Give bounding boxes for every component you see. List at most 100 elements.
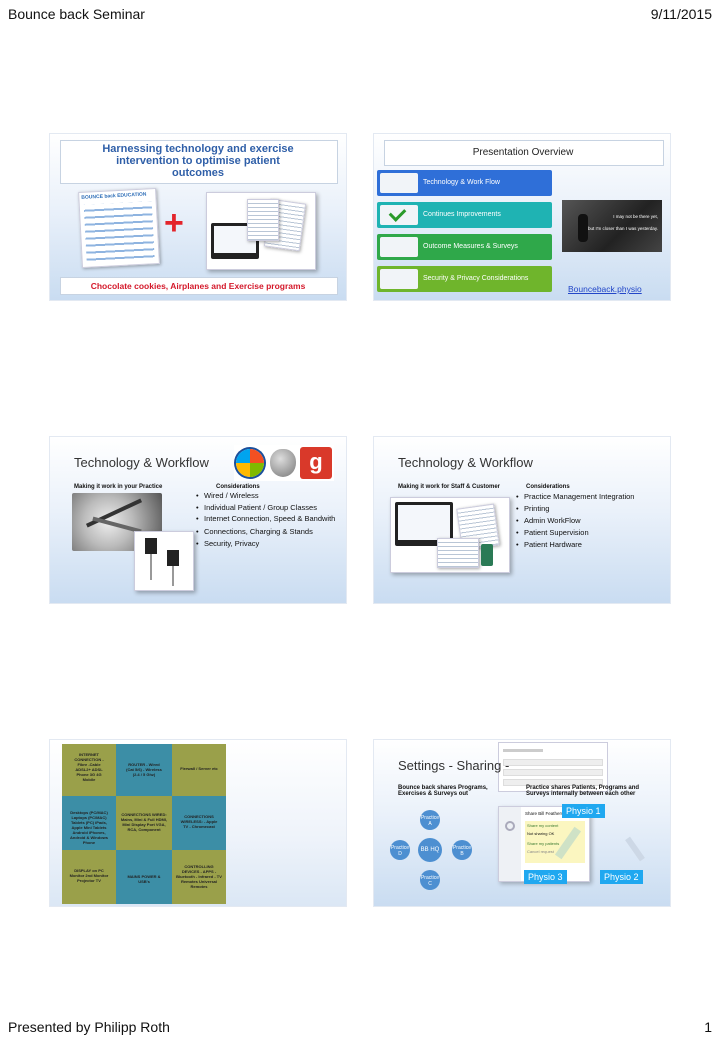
slide-4-right-heading: Considerations <box>526 484 570 490</box>
gear-icon <box>505 821 515 831</box>
slide-1[interactable]: Harnessing technology and exercise inter… <box>50 134 346 300</box>
security-icon <box>380 269 418 289</box>
document-image <box>247 199 279 241</box>
footer-presenter: Presented by Philipp Roth <box>8 1019 170 1035</box>
overview-item-improvements[interactable]: Continues Improvements <box>377 202 552 228</box>
slide-4-bullets: Practice Management Integration Printing… <box>516 491 666 551</box>
slide-6-title: Settings - Sharing - <box>398 758 510 773</box>
brochure-content <box>83 201 155 263</box>
overview-item-label: Security & Privacy Considerations <box>423 275 529 282</box>
panel-line <box>503 759 603 766</box>
header-date: 9/11/2015 <box>650 6 712 22</box>
overview-item-security[interactable]: Security & Privacy Considerations <box>377 266 552 292</box>
practice-node-d[interactable]: Practice D <box>390 840 410 860</box>
bullet-item: Security, Privacy <box>196 538 336 550</box>
overview-title-box <box>384 140 664 166</box>
motivation-photo: I may not be there yet, but I'm closer t… <box>562 200 662 252</box>
quote-line-1: I may not be there yet, <box>613 214 658 219</box>
slide-6-left-heading: Bounce back shares Programs, Exercises &… <box>398 785 488 797</box>
slide-3-title: Technology & Workflow <box>74 455 209 470</box>
slide-1-subtitle: Chocolate cookies, Airplanes and Exercis… <box>90 281 306 291</box>
panel-line <box>503 769 603 776</box>
slide-4-left-heading: Making it work for Staff & Customer <box>398 484 501 490</box>
puzzle-piece-devices: Desktops (PC/MAC) Laptops (PC/MAC) Table… <box>62 796 116 850</box>
settings-sidebar <box>499 807 521 881</box>
slide-1-subtitle-box <box>60 277 338 295</box>
panel-option[interactable]: Cancel request <box>527 849 554 854</box>
windows-logo-icon <box>236 449 264 477</box>
panel-option[interactable]: Share my content <box>527 823 559 828</box>
bullet-item: Practice Management Integration <box>516 491 666 503</box>
puzzle-piece-internet: INTERNET CONNECTION -Fibre -Cable ADSL2+… <box>62 744 116 796</box>
tablet-stands-photo <box>134 531 194 591</box>
overview-item-label: Technology & Work Flow <box>423 179 500 186</box>
practice-node-a[interactable]: Practice A <box>420 810 440 830</box>
physio-1-badge[interactable]: Physio 1 <box>562 804 605 818</box>
puzzle-piece-firewall: Firewall / Server etc <box>172 744 226 796</box>
sharing-settings-panel: Share Bill Feathersmith Share my content… <box>498 806 590 882</box>
overview-item-technology[interactable]: Technology & Work Flow <box>377 170 552 196</box>
bb-hq-node[interactable]: BB HQ <box>418 838 442 862</box>
overview-title: Presentation Overview <box>472 147 574 158</box>
bullet-item: Connections, Charging & Stands <box>196 526 336 538</box>
slide-3-right-heading: Considerations <box>216 484 260 490</box>
clock-icon <box>380 173 418 193</box>
monitor-image <box>395 502 453 546</box>
software-collage <box>206 192 316 270</box>
slide-1-title: Harnessing technology and exercise inter… <box>102 143 294 179</box>
slide-6-right-heading: Practice shares Patients, Programs and S… <box>526 785 640 797</box>
puzzle-piece-router: ROUTER - Wired (Cat 5/6) - Wireless (2.4… <box>116 744 172 796</box>
overview-item-outcome[interactable]: Outcome Measures & Surveys <box>377 234 552 260</box>
bullet-item: Printing <box>516 503 666 515</box>
google-logo-icon: g <box>300 447 332 479</box>
slide-4[interactable]: Technology & Workflow Making it work for… <box>374 437 670 603</box>
apple-logo-icon <box>270 449 296 477</box>
phone-image <box>481 544 493 566</box>
brochure-image: BOUNCE back EDUCATION <box>78 188 160 268</box>
puzzle-piece-wired: CONNECTIONS WIRED: Mains, Mini & Full HD… <box>116 796 172 850</box>
puzzle-piece-display: DISPLAY on PC Monitor 2nd Monitor Projec… <box>62 850 116 904</box>
physio-3-badge[interactable]: Physio 3 <box>524 870 567 884</box>
footer-page-number: 1 <box>704 1019 712 1035</box>
software-screenshot <box>390 497 510 573</box>
puzzle-piece-mains: MAINS POWER & USB's <box>116 850 172 904</box>
arrow-icon <box>625 836 645 862</box>
checkmark-icon <box>380 204 418 225</box>
tablet-stand <box>145 538 157 554</box>
overview-item-label: Continues Improvements <box>423 211 501 218</box>
physio-2-badge[interactable]: Physio 2 <box>600 870 643 884</box>
bullet-item: Patient Supervision <box>516 527 666 539</box>
bullet-item: Internet Connection, Speed & Bandwith <box>196 514 336 524</box>
practice-node-c[interactable]: Practice C <box>420 870 440 890</box>
quote-line-2: but I'm closer than I was yesterday. <box>587 226 658 231</box>
bullet-item: Patient Hardware <box>516 539 666 551</box>
panel-line <box>503 749 543 752</box>
panel-title: Share Bill Feathersmith <box>525 811 572 816</box>
puzzle-grid: INTERNET CONNECTION -Fibre -Cable ADSL2+… <box>62 744 226 904</box>
bullet-item: Wired / Wireless <box>196 490 336 502</box>
overview-item-label: Outcome Measures & Surveys <box>423 243 518 250</box>
bullet-item: Admin WorkFlow <box>516 515 666 527</box>
slide-3-bullets: Wired / Wireless Individual Patient / Gr… <box>196 490 336 550</box>
panel-option[interactable]: Share my patients <box>527 841 560 846</box>
slide-6[interactable]: Settings - Sharing - Bounce back shares … <box>374 740 670 906</box>
panel-line <box>503 779 603 786</box>
slide-5[interactable]: INTERNET CONNECTION -Fibre -Cable ADSL2+… <box>50 740 346 906</box>
survey-icon <box>380 237 418 257</box>
runner-figure <box>578 214 588 242</box>
panel-option[interactable]: Not sharing OK <box>527 831 555 836</box>
browser-logos: g <box>234 445 334 481</box>
bounceback-link[interactable]: Bounceback.physio <box>568 284 642 294</box>
plus-sign: + <box>164 204 184 242</box>
document-image <box>437 538 479 568</box>
slide-3[interactable]: Technology & Workflow g Making it work i… <box>50 437 346 603</box>
bullet-item: Individual Patient / Group Classes <box>196 502 336 514</box>
puzzle-piece-wireless: CONNECTIONS WIRELESS: - Apple TV - Chrom… <box>172 796 226 850</box>
sharing-panel-screenshot <box>498 742 608 792</box>
practice-node-b[interactable]: Practice B <box>452 840 472 860</box>
puzzle-piece-controlling: CONTROLLING DEVICES - APPS - Bluetooth -… <box>172 850 226 904</box>
slide-1-title-box <box>60 140 338 184</box>
slide-2[interactable]: Presentation Overview Technology & Work … <box>374 134 670 300</box>
slide-3-left-heading: Making it work in your Practice <box>74 484 163 490</box>
header-title: Bounce back Seminar <box>8 6 145 22</box>
